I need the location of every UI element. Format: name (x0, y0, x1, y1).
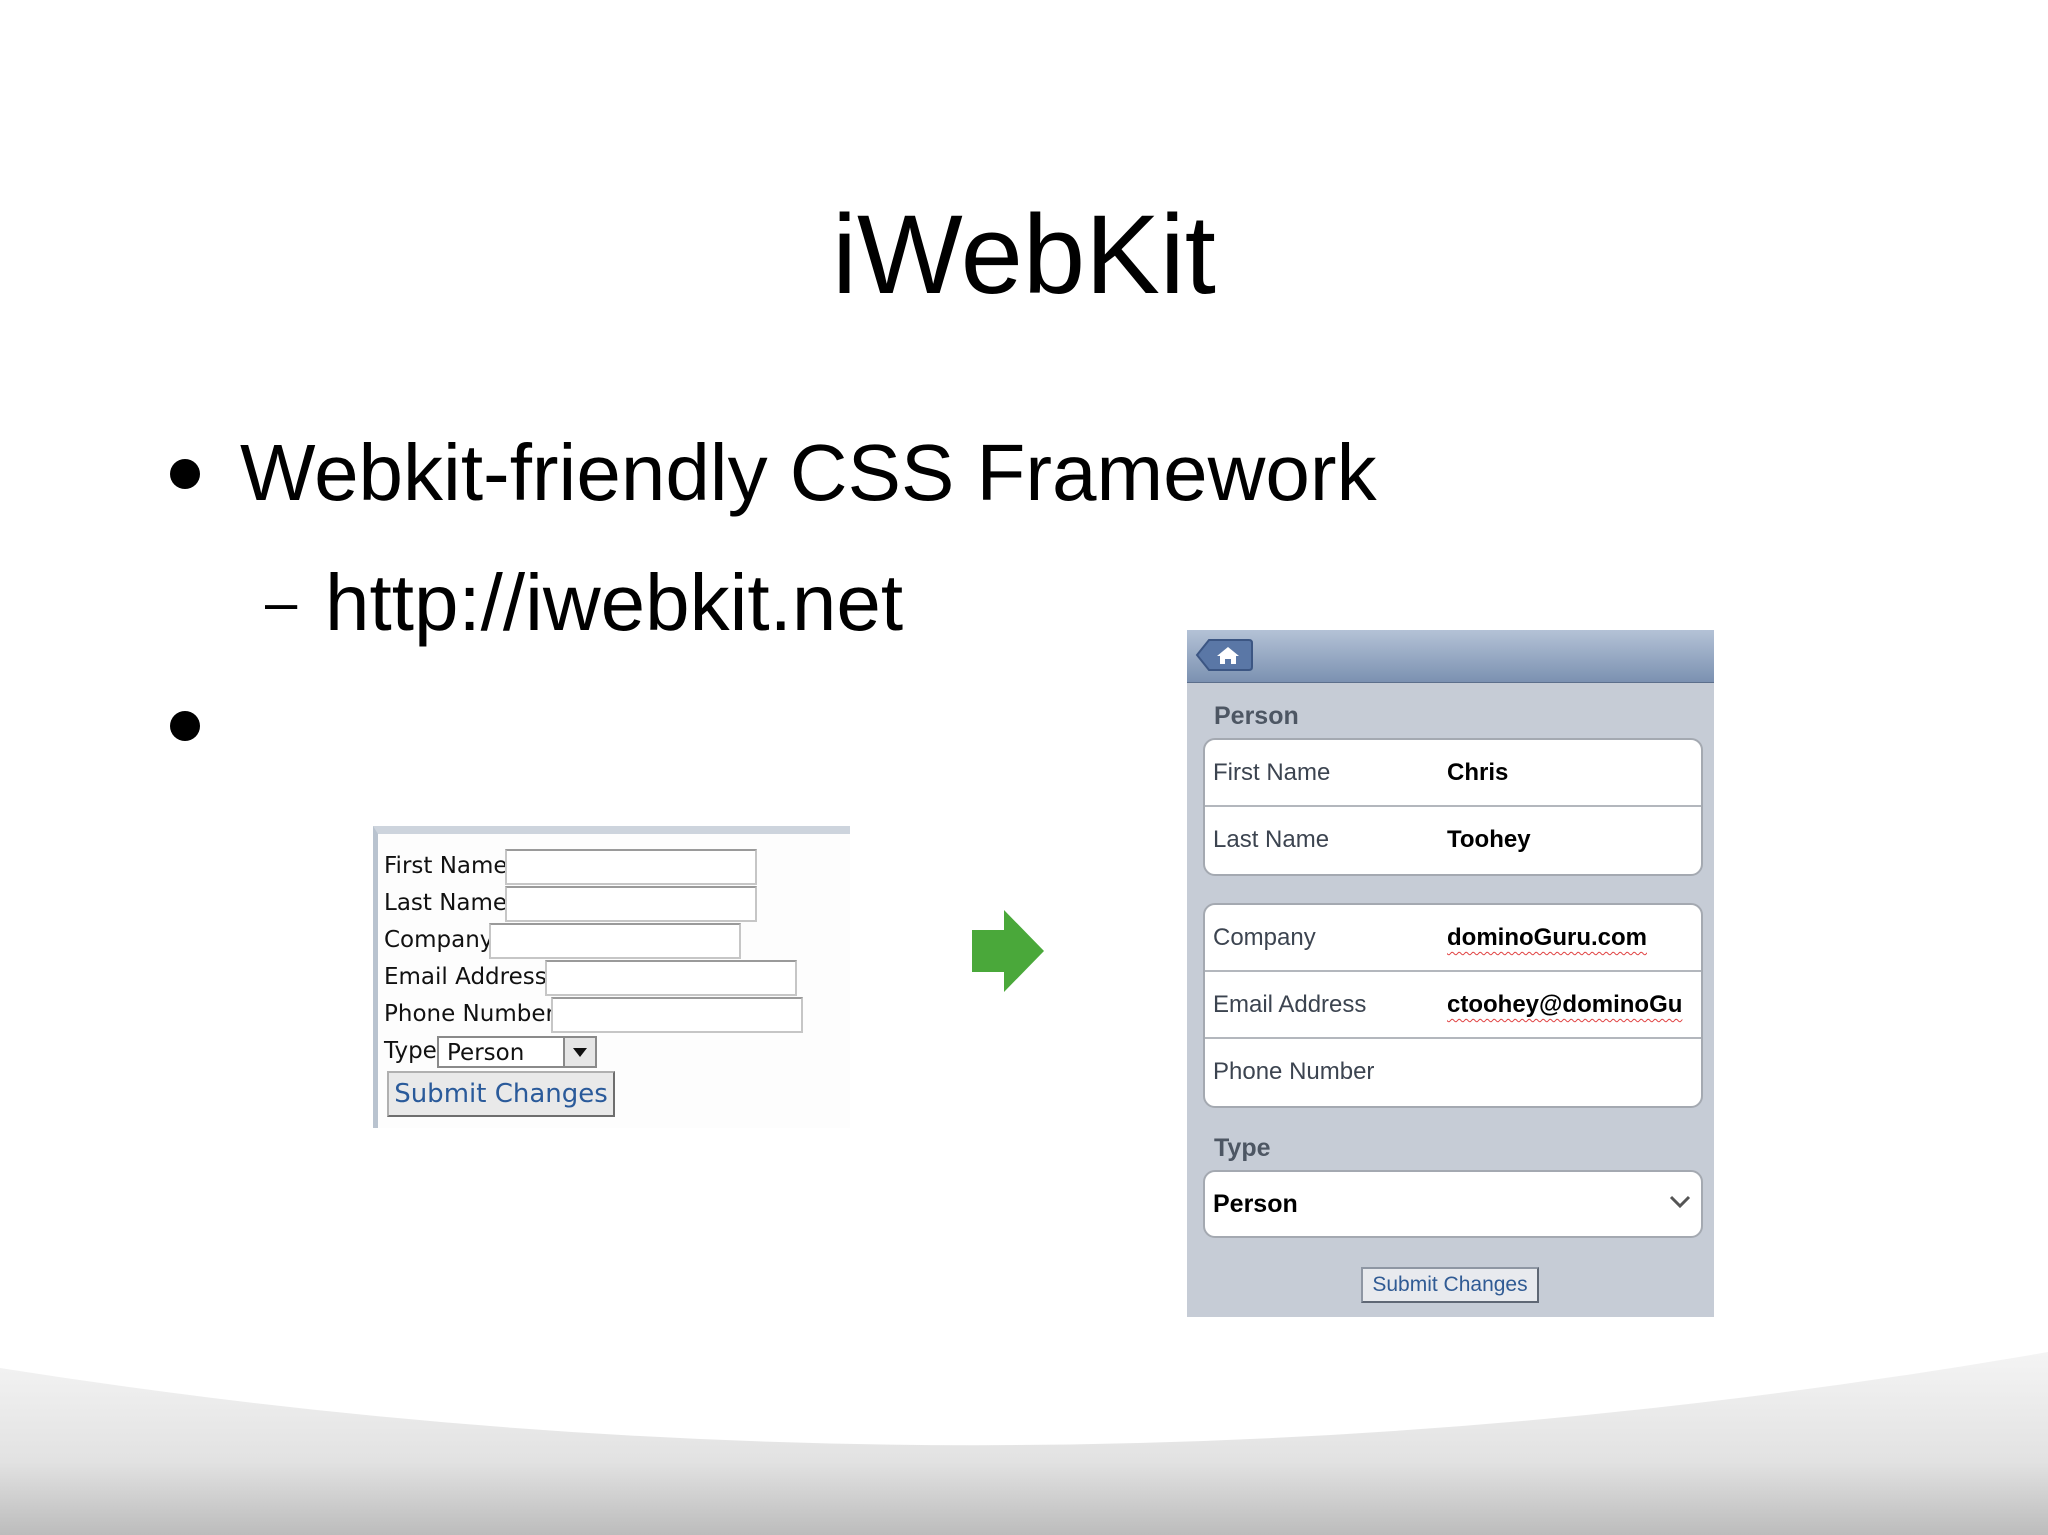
first-name-input[interactable] (505, 849, 757, 885)
type-select-value: Person (1213, 1190, 1298, 1218)
iwebkit-form-screenshot: Person First Name Chris Last Name Toohey… (1187, 630, 1714, 1317)
type-select[interactable]: Person (437, 1036, 597, 1068)
last-name-label: Last Name (1213, 826, 1330, 853)
section-label-type: Type (1214, 1134, 1271, 1162)
field-row-first-name[interactable]: First Name Chris (1205, 740, 1701, 807)
field-row-last-name[interactable]: Last Name Toohey (1205, 807, 1701, 874)
sub-bullet-dash: – (265, 570, 298, 635)
chevron-down-icon (1669, 1195, 1691, 1209)
submit-changes-button[interactable]: Submit Changes (387, 1071, 615, 1117)
contact-group: Company dominoGuru.com Email Address cto… (1203, 903, 1703, 1108)
plain-form-screenshot: First Name Last Name Company Email Addre… (373, 826, 850, 1128)
phone-label: Phone Number (1213, 1058, 1375, 1085)
type-select-value: Person (447, 1040, 525, 1066)
company-value[interactable]: dominoGuru.com (1447, 924, 1647, 951)
bullet-dot (170, 459, 200, 489)
first-name-label: First Name (1213, 759, 1331, 786)
field-row-phone[interactable]: Phone Number (1205, 1039, 1701, 1106)
email-input[interactable] (545, 960, 797, 996)
form-row-company: Company (384, 923, 741, 959)
field-row-email[interactable]: Email Address ctoohey@dominoGu (1205, 972, 1701, 1039)
phone-label: Phone Number (384, 1001, 555, 1027)
email-label: Email Address (1213, 991, 1367, 1018)
last-name-value[interactable]: Toohey (1447, 826, 1531, 853)
phone-input[interactable] (551, 997, 803, 1033)
sub-bullet-link[interactable]: http://iwebkit.net (325, 558, 904, 647)
right-arrow-icon (972, 910, 1044, 992)
type-label: Type (384, 1038, 437, 1064)
form-row-type: Type Person (384, 1034, 597, 1068)
last-name-label: Last Name (384, 890, 508, 916)
company-label: Company (1213, 924, 1316, 951)
field-row-company[interactable]: Company dominoGuru.com (1205, 905, 1701, 972)
first-name-label: First Name (384, 853, 508, 879)
email-value[interactable]: ctoohey@dominoGu (1447, 991, 1683, 1018)
type-select[interactable]: Person (1203, 1170, 1703, 1238)
submit-changes-button[interactable]: Submit Changes (1361, 1267, 1539, 1303)
section-label-person: Person (1214, 702, 1299, 730)
company-label: Company (384, 927, 494, 953)
form-row-first-name: First Name (384, 849, 757, 885)
top-toolbar (1187, 630, 1714, 683)
bullet-text: Webkit-friendly CSS Framework (240, 428, 1377, 517)
bottom-swoosh-decoration (0, 1352, 2048, 1535)
name-group: First Name Chris Last Name Toohey (1203, 738, 1703, 876)
form-row-phone: Phone Number (384, 997, 803, 1033)
dropdown-arrow-icon[interactable] (563, 1038, 595, 1066)
slide-title: iWebKit (832, 192, 1216, 317)
bullet-dot (170, 711, 200, 741)
last-name-input[interactable] (505, 886, 757, 922)
first-name-value[interactable]: Chris (1447, 759, 1509, 786)
form-row-email: Email Address (384, 960, 797, 996)
home-icon[interactable] (1195, 638, 1253, 672)
company-input[interactable] (489, 923, 741, 959)
form-row-last-name: Last Name (384, 886, 757, 922)
email-label: Email Address (384, 964, 547, 990)
